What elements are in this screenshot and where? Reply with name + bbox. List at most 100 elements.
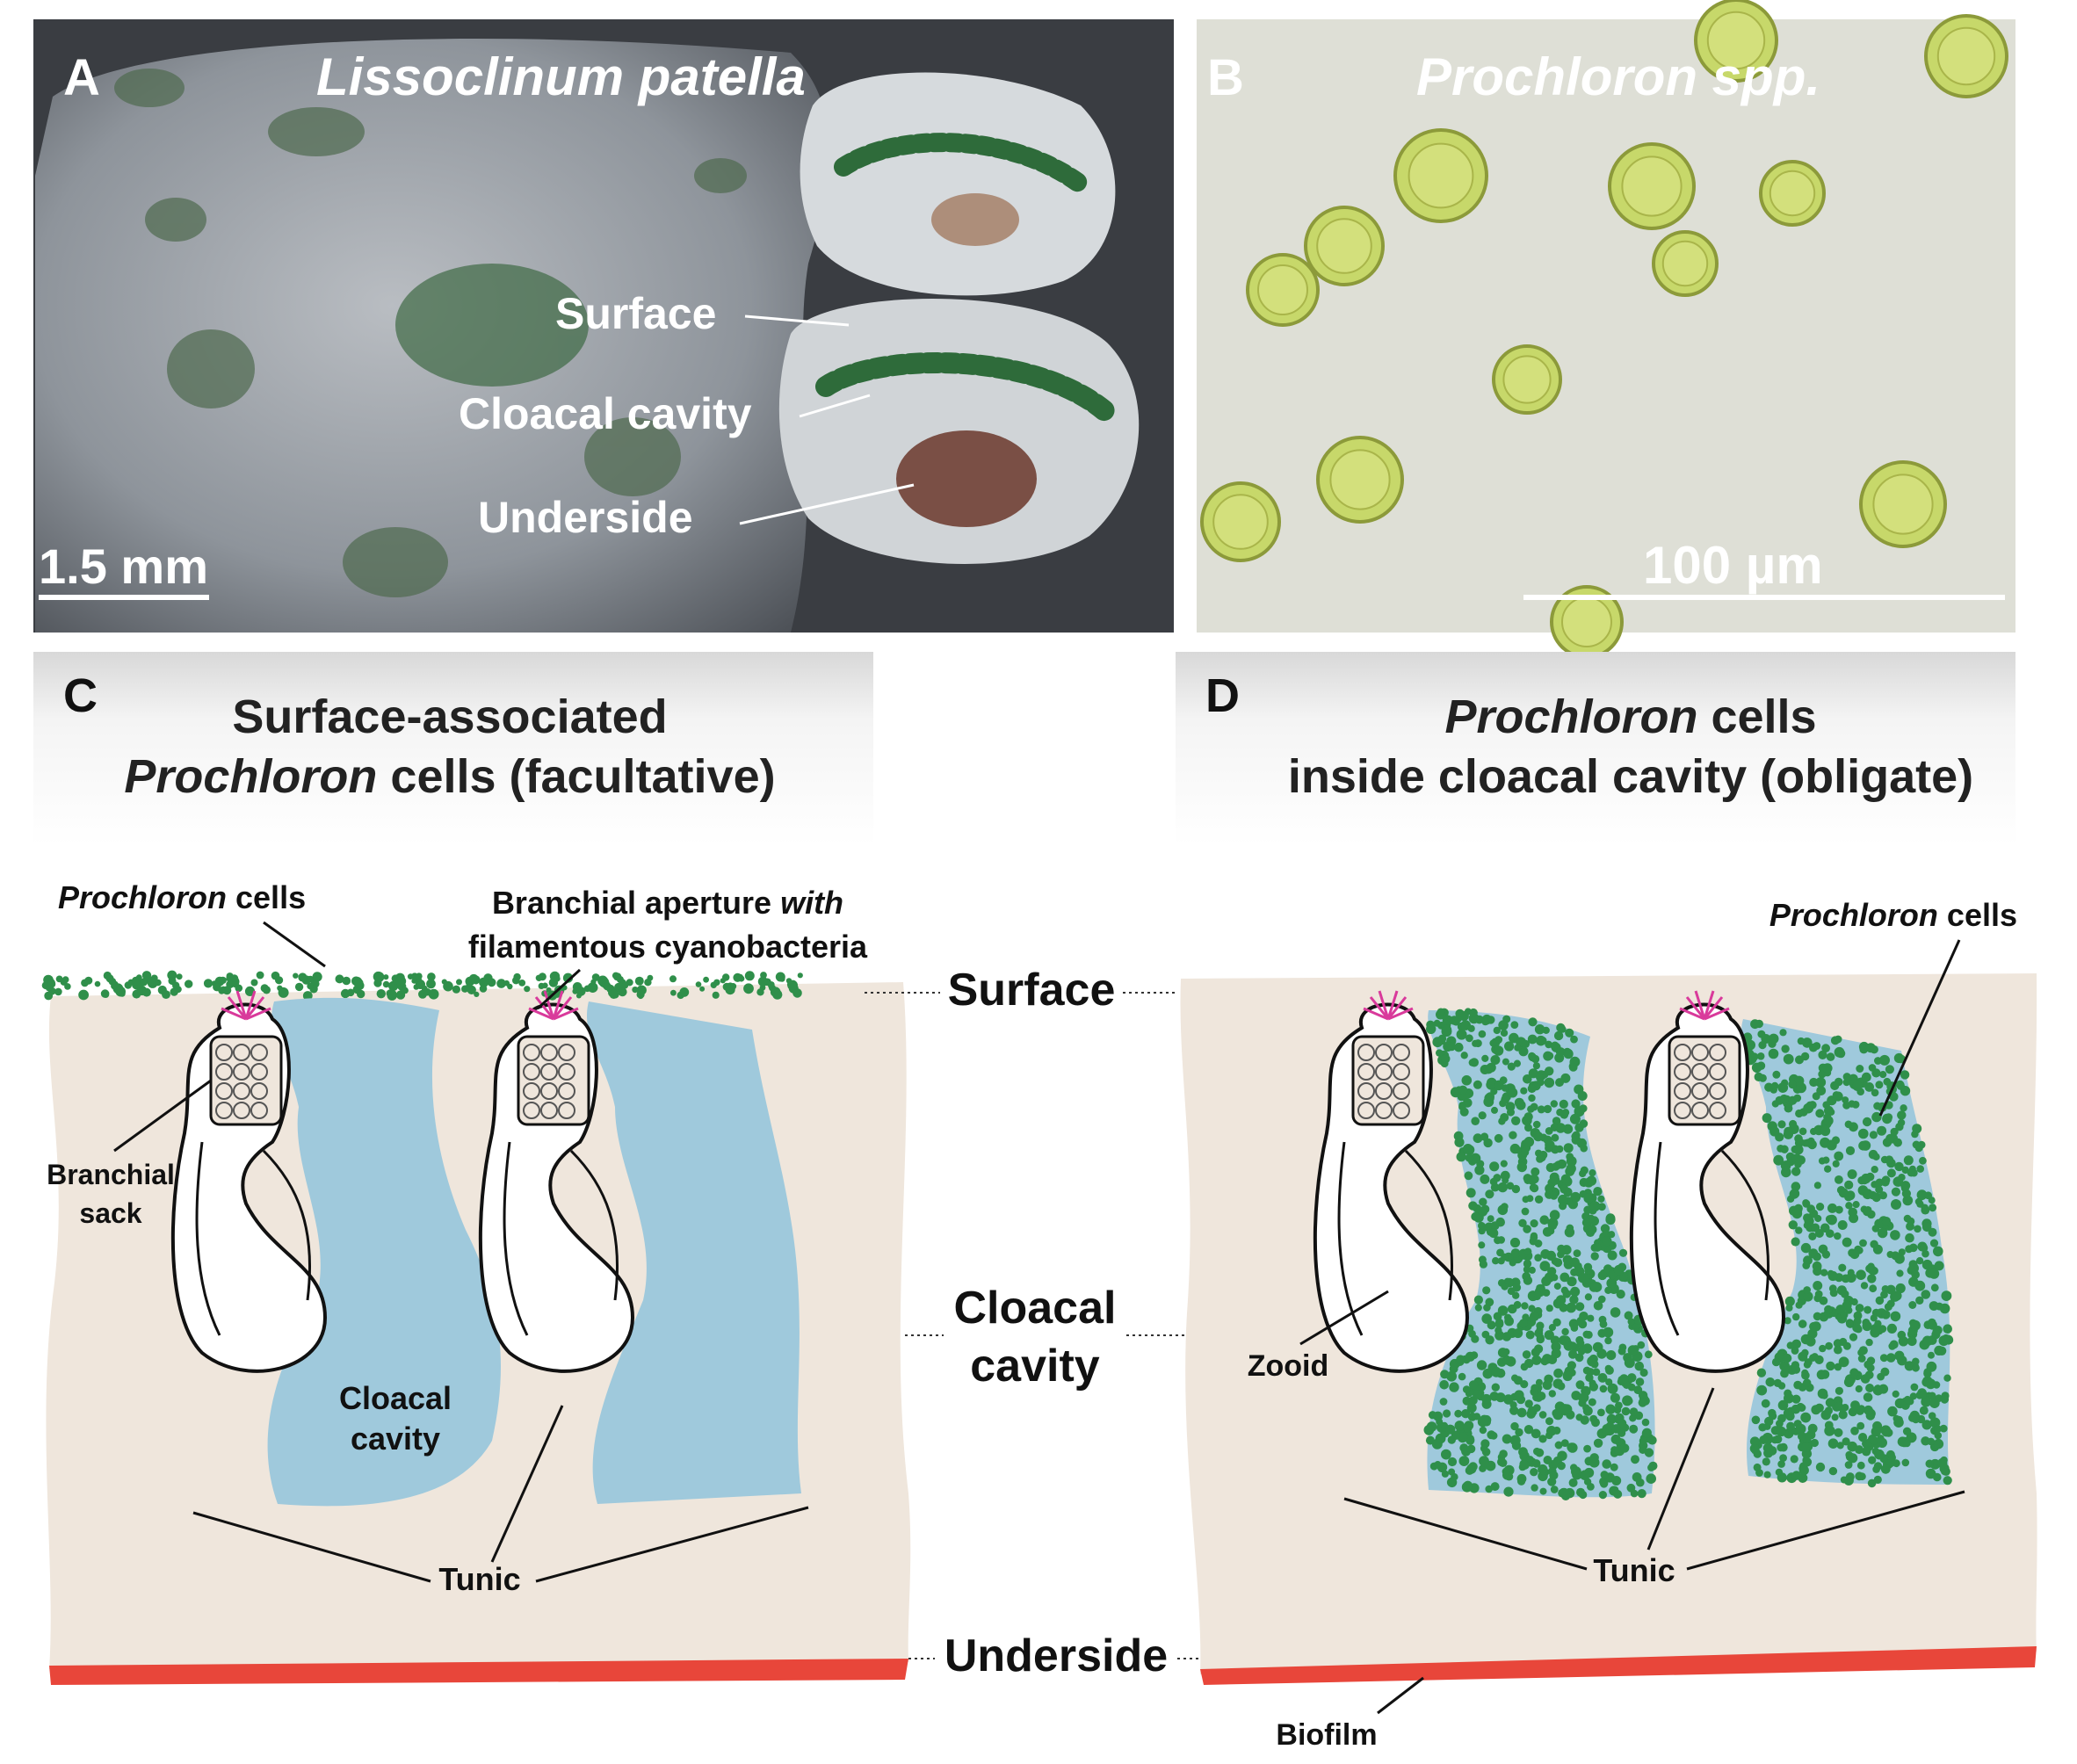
cavity-cell xyxy=(1745,1039,1755,1051)
surface-cell xyxy=(562,972,574,983)
cavity-cell xyxy=(1801,1139,1809,1147)
cavity-cell xyxy=(1538,1435,1547,1443)
surface-cell xyxy=(302,991,313,1001)
cavity-cell xyxy=(1938,1335,1950,1347)
cavity-cell xyxy=(1911,1130,1919,1139)
cavity-cell xyxy=(1934,1425,1942,1433)
surface-cell xyxy=(226,975,232,982)
surface-cell xyxy=(244,986,256,996)
label-aperture-2: filamentous cyanobacteria xyxy=(468,929,868,965)
cavity-cell xyxy=(1828,1284,1837,1293)
microscope-cell xyxy=(1200,481,1281,562)
cavity-cell xyxy=(1462,1396,1472,1406)
cavity-cell xyxy=(1881,1175,1891,1185)
cavity-cell xyxy=(1545,1305,1553,1312)
surface-prochloron-cells xyxy=(41,970,803,1001)
cavity-cell xyxy=(1885,1155,1894,1164)
cavity-cell xyxy=(1551,1257,1560,1265)
cavity-cell xyxy=(1497,1236,1505,1244)
cavity-cell xyxy=(1534,1195,1544,1204)
cavity-cell xyxy=(1454,1015,1462,1023)
cavity-cell xyxy=(1437,1008,1445,1016)
cavity-cell xyxy=(1550,1175,1560,1185)
cavity-cell xyxy=(1813,1294,1822,1303)
cavity-cell xyxy=(1852,1081,1863,1091)
cavity-cell xyxy=(1812,1261,1822,1271)
cavity-cell xyxy=(1629,1407,1639,1416)
cavity-cell xyxy=(1597,1373,1608,1383)
cavity-cell xyxy=(1567,1361,1576,1370)
cavity-cell xyxy=(1480,1444,1488,1453)
cavity-cell xyxy=(1580,1470,1590,1480)
cavity-cell xyxy=(1456,1152,1466,1162)
cavity-cell xyxy=(1874,1319,1882,1328)
cavity-cell xyxy=(1852,1201,1860,1209)
cavity-cell xyxy=(1575,1380,1585,1390)
cavity-cell xyxy=(1815,1109,1825,1118)
cavity-cell xyxy=(1537,1392,1546,1401)
cavity-cell xyxy=(1911,1270,1920,1279)
cavity-cell xyxy=(1777,1399,1789,1411)
cavity-cell xyxy=(1551,1348,1561,1359)
surface-cell xyxy=(518,980,526,987)
cavity-cell xyxy=(1460,1052,1468,1059)
panel-c-title-2: Prochloron cells (facultative) xyxy=(124,750,775,803)
cavity-cell xyxy=(1856,1065,1864,1073)
cavity-cell xyxy=(1516,1407,1527,1418)
cavity-cell xyxy=(1624,1357,1635,1369)
cavity-cell xyxy=(1497,1348,1509,1358)
cavity-cell xyxy=(1801,1442,1812,1452)
cavity-cell xyxy=(1795,1226,1803,1234)
cavity-cell xyxy=(1490,1482,1500,1492)
cavity-cell xyxy=(1633,1385,1643,1395)
cavity-cell xyxy=(1530,1219,1538,1228)
cavity-cell xyxy=(1771,1357,1781,1367)
cavity-cell xyxy=(1483,1138,1493,1148)
cavity-cell xyxy=(1784,1392,1794,1404)
cavity-cell xyxy=(1618,1248,1628,1257)
cavity-cell xyxy=(1848,1207,1857,1218)
cavity-cell xyxy=(1820,1269,1828,1276)
cavity-cell xyxy=(1932,1327,1941,1336)
surface-cell xyxy=(452,985,461,994)
cavity-cell xyxy=(1886,1168,1896,1178)
cavity-cell xyxy=(1893,1138,1902,1147)
cavity-cell xyxy=(1893,1417,1904,1428)
cavity-cell xyxy=(1834,1428,1843,1437)
surface-cell xyxy=(670,989,677,996)
cavity-cell xyxy=(1605,1214,1616,1225)
cavity-cell xyxy=(1783,1053,1794,1065)
cavity-cell xyxy=(1509,1131,1517,1139)
cavity-cell xyxy=(1864,1360,1872,1369)
cavity-cell xyxy=(1550,1486,1559,1493)
cavity-cell xyxy=(1560,1286,1569,1295)
cavity-cell xyxy=(1928,1351,1935,1359)
cavity-cell xyxy=(1900,1104,1907,1112)
cavity-cell xyxy=(1826,1052,1835,1061)
surface-cell xyxy=(467,985,476,994)
cavity-cell xyxy=(1858,1128,1869,1139)
surface-cell xyxy=(64,983,71,990)
surface-cell xyxy=(549,971,561,982)
cavity-cell xyxy=(1801,1348,1809,1357)
cavity-cell xyxy=(1557,1461,1566,1471)
cavity-cell xyxy=(1803,1255,1813,1266)
cavity-cell xyxy=(1912,1363,1920,1372)
cavity-cell xyxy=(1914,1280,1926,1291)
cavity-cell xyxy=(1797,1037,1806,1045)
cavity-cell xyxy=(1919,1392,1927,1399)
cavity-cell xyxy=(1514,1390,1524,1400)
cavity-cell xyxy=(1780,1160,1791,1171)
cavity-cell xyxy=(1446,1370,1457,1382)
cavity-cell xyxy=(1898,1248,1906,1256)
cavity-cell xyxy=(1534,1290,1542,1298)
pointer-prochloron-d xyxy=(1878,939,1961,1117)
cavity-cell xyxy=(1431,1438,1443,1450)
surface-cell xyxy=(307,975,315,983)
cavity-cell xyxy=(1814,1403,1824,1413)
cavity-cell xyxy=(1750,1019,1760,1030)
cavity-cell xyxy=(1620,1443,1630,1453)
cavity-cell xyxy=(1840,1476,1848,1484)
cavity-cell xyxy=(1592,1368,1601,1377)
cavity-cell xyxy=(1885,1065,1894,1074)
